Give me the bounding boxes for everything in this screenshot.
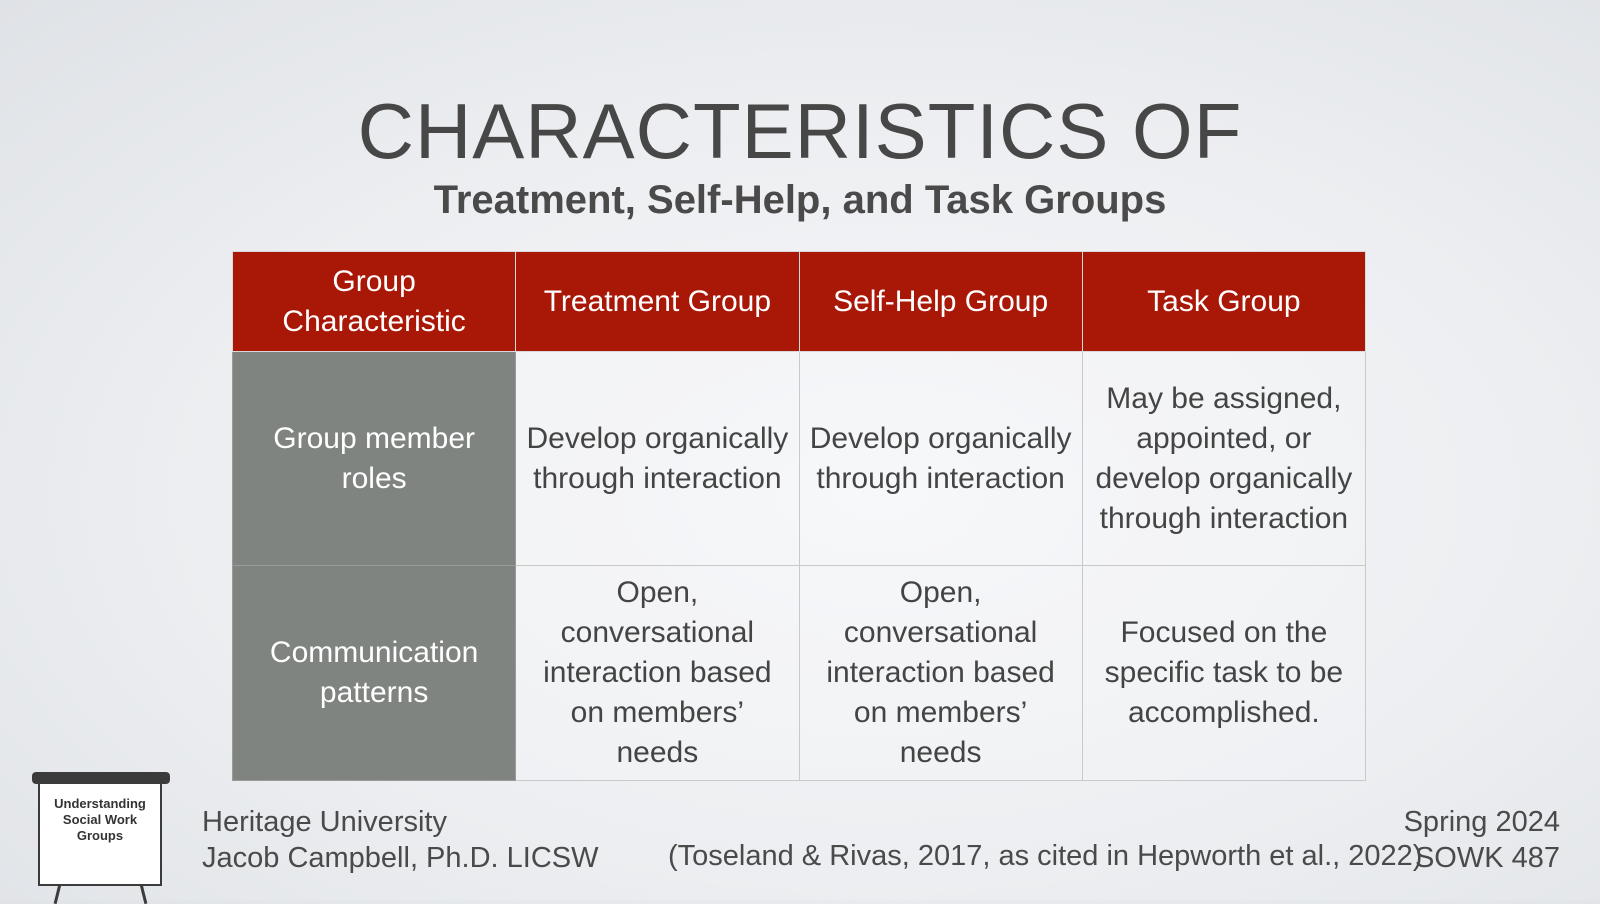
cell-task-roles: May be assigned, appointed, or develop o…	[1081, 351, 1367, 566]
cell-treatment-roles: Develop organically through interaction	[515, 351, 800, 566]
term: Spring 2024	[1403, 806, 1560, 838]
cell-self-help-roles: Develop organically through interaction	[798, 351, 1083, 566]
header-treatment-group: Treatment Group	[515, 251, 800, 352]
header-group-characteristic: Group Characteristic	[231, 251, 517, 352]
table-row: Communication patterns Open, conversatio…	[231, 565, 1367, 781]
cell-self-help-communication: Open, conversational interaction based o…	[798, 565, 1083, 781]
header-self-help-group: Self-Help Group	[798, 251, 1083, 352]
easel-board: Understanding Social Work Groups	[38, 782, 162, 886]
easel-bar	[32, 772, 170, 784]
footer-right: Spring 2024 SOWK 487	[1404, 804, 1560, 876]
table-row: Group member roles Develop organically t…	[231, 351, 1367, 566]
table-header-row: Group Characteristic Treatment Group Sel…	[231, 251, 1367, 352]
slide-subtitle: Treatment, Self-Help, and Task Groups	[433, 178, 1167, 222]
easel-leg-left	[53, 883, 62, 904]
cell-treatment-communication: Open, conversational interaction based o…	[515, 565, 800, 781]
course-code: SOWK 487	[1414, 842, 1560, 874]
comparison-table: Group Characteristic Treatment Group Sel…	[231, 251, 1367, 781]
footer-left: Heritage University Jacob Campbell, Ph.D…	[202, 804, 598, 876]
citation: (Toseland & Rivas, 2017, as cited in Hep…	[668, 840, 1423, 872]
header-task-group: Task Group	[1081, 251, 1367, 352]
easel-leg-right	[139, 883, 148, 904]
author-name: Jacob Campbell, Ph.D. LICSW	[202, 842, 599, 874]
row-label-member-roles: Group member roles	[231, 351, 517, 566]
course-logo-easel-icon: Understanding Social Work Groups	[30, 772, 172, 904]
row-label-communication: Communication patterns	[231, 565, 517, 781]
institution-name: Heritage University	[202, 806, 447, 838]
cell-task-communication: Focused on the specific task to be accom…	[1081, 565, 1367, 781]
slide-title: CHARACTERISTICS OF	[357, 87, 1243, 175]
logo-text: Understanding Social Work Groups	[54, 796, 146, 843]
